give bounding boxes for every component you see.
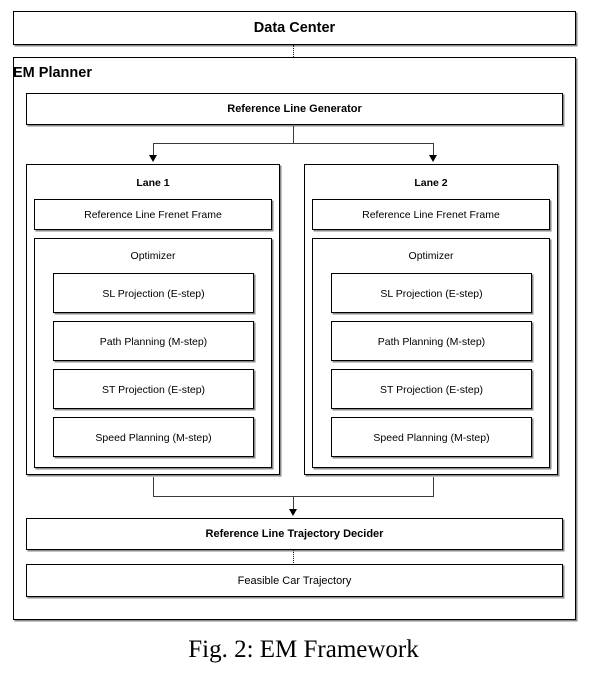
connector-generator-branch-bar <box>153 143 434 144</box>
lane-2-step-label: Speed Planning (M-step) <box>373 432 490 444</box>
lane-2-title: Lane 2 <box>414 177 448 189</box>
reference-line-generator-box: Reference Line Generator <box>26 93 563 125</box>
lane-1-step-box: Path Planning (M-step) <box>53 321 254 361</box>
figure-caption: Fig. 2: EM Framework <box>188 636 419 663</box>
connector-merge-stem <box>293 496 294 511</box>
lane-2-frenet-frame-box: Reference Line Frenet Frame <box>312 199 550 230</box>
em-planner-title: EM Planner <box>13 65 92 81</box>
lane-1-frenet-frame-box: Reference Line Frenet Frame <box>34 199 272 230</box>
connector-datacenter-to-emplanner <box>293 45 294 57</box>
reference-line-trajectory-decider-label: Reference Line Trajectory Decider <box>205 528 384 540</box>
connector-branch-to-lane2 <box>433 143 434 157</box>
lane-2-step-box: Path Planning (M-step) <box>331 321 532 361</box>
connector-generator-stem <box>293 126 294 144</box>
lane-2-step-label: ST Projection (E-step) <box>379 384 484 396</box>
lane-2-step-box: ST Projection (E-step) <box>331 369 532 409</box>
data-center-title: Data Center <box>253 20 336 36</box>
arrowhead-to-lane2 <box>429 155 437 162</box>
lane-1-optimizer-title: Optimizer <box>130 250 176 262</box>
lane-2-step-box: SL Projection (E-step) <box>331 273 532 313</box>
lane-1-step-box: SL Projection (E-step) <box>53 273 254 313</box>
lane-2-optimizer-title: Optimizer <box>408 250 454 262</box>
lane-1-frenet-frame-label: Reference Line Frenet Frame <box>84 209 222 221</box>
reference-line-generator-label: Reference Line Generator <box>227 103 362 115</box>
lane-1-step-label: SL Projection (E-step) <box>102 288 205 300</box>
lane-1-step-box: ST Projection (E-step) <box>53 369 254 409</box>
feasible-car-trajectory-label: Feasible Car Trajectory <box>237 575 352 587</box>
reference-line-trajectory-decider-box: Reference Line Trajectory Decider <box>26 518 563 550</box>
connector-lane1-down <box>153 477 154 497</box>
data-center-box: Data Center <box>13 11 576 45</box>
lane-1-step-label: ST Projection (E-step) <box>101 384 206 396</box>
arrowhead-to-trajectory-decider <box>289 509 297 516</box>
lane-1-title: Lane 1 <box>136 177 170 189</box>
lane-2-step-label: Path Planning (M-step) <box>377 336 486 348</box>
lane-1-step-label: Speed Planning (M-step) <box>95 432 212 444</box>
connector-lane2-down <box>433 477 434 497</box>
arrowhead-to-lane1 <box>149 155 157 162</box>
lane-2-step-box: Speed Planning (M-step) <box>331 417 532 457</box>
feasible-car-trajectory-box: Feasible Car Trajectory <box>26 564 563 597</box>
connector-branch-to-lane1 <box>153 143 154 157</box>
lane-1-step-box: Speed Planning (M-step) <box>53 417 254 457</box>
lane-2-frenet-frame-label: Reference Line Frenet Frame <box>362 209 500 221</box>
lane-2-step-label: SL Projection (E-step) <box>380 288 483 300</box>
connector-decider-to-trajectory <box>293 550 294 563</box>
lane-1-step-label: Path Planning (M-step) <box>99 336 208 348</box>
